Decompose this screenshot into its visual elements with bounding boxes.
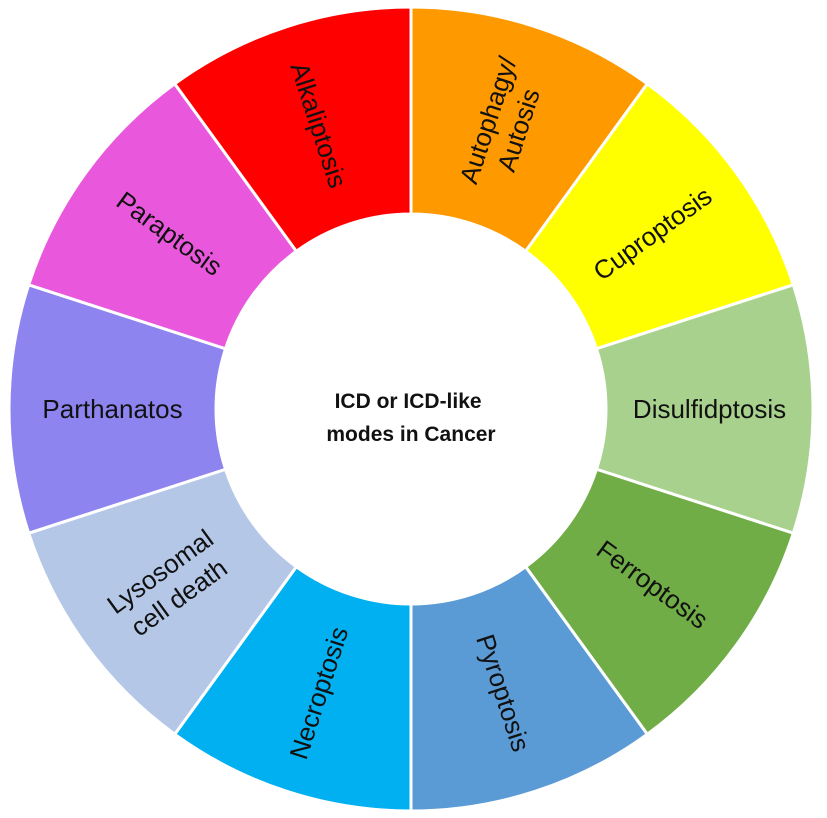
center-label-line-2: modes in Cancer <box>326 423 495 446</box>
label-disulfidptosis: Disulfidptosis <box>633 394 786 424</box>
label-disulfidptosis-line-1: Disulfidptosis <box>633 394 786 424</box>
wheel-segments <box>7 5 815 813</box>
center-label-line-1: ICD or ICD-like <box>335 390 482 413</box>
center-hole <box>216 214 606 604</box>
label-parthanatos-line-1: Parthanatos <box>42 394 182 424</box>
center-label: ICD or ICD-like modes in Cancer <box>326 390 495 446</box>
label-parthanatos: Parthanatos <box>42 394 182 424</box>
